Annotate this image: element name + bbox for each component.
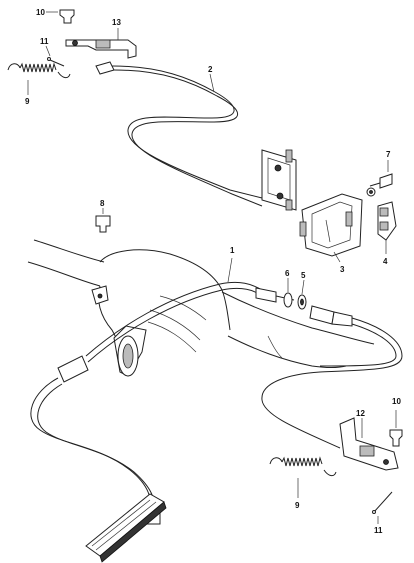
part-2-rear-cable (95, 61, 297, 211)
callout-6: 6 (285, 269, 290, 278)
part-11-pin-lower (372, 491, 393, 524)
callout-3: 3 (340, 265, 345, 274)
callout-11-lower: 11 (374, 526, 383, 535)
part-10-clip-top (46, 9, 75, 24)
part-11-pin-top (45, 45, 65, 67)
part-10-clip-lower (389, 410, 403, 447)
callout-8: 8 (100, 199, 105, 208)
callout-11-top: 11 (40, 37, 49, 46)
part-7-bolt (366, 160, 393, 197)
part-8-clip (95, 208, 111, 233)
callout-9-top: 9 (25, 97, 30, 106)
rear-axle-housing (27, 239, 375, 377)
part-1-front-cable (30, 257, 295, 525)
callout-13: 13 (112, 18, 121, 27)
part-9-spring-top (7, 62, 71, 95)
part-2-rear-cable-lower (261, 305, 403, 449)
callout-4: 4 (383, 257, 388, 266)
part-4-clip (377, 201, 397, 254)
callout-12: 12 (356, 409, 365, 418)
callout-2: 2 (208, 65, 213, 74)
callout-7: 7 (386, 150, 391, 159)
part-12-equalizer (339, 417, 399, 471)
part-6-washer (283, 278, 293, 308)
part-13-equalizer-bracket (65, 28, 137, 59)
callout-9-lower: 9 (295, 501, 300, 510)
callout-5: 5 (301, 271, 306, 280)
part-5-washer (297, 279, 307, 310)
callout-10-top: 10 (36, 8, 45, 17)
part-9-spring-lower (269, 456, 337, 498)
callout-10-lower: 10 (392, 397, 401, 406)
part-3-mounting-bracket (299, 193, 363, 263)
callout-1: 1 (230, 246, 235, 255)
hand-brake-handle (85, 493, 167, 563)
